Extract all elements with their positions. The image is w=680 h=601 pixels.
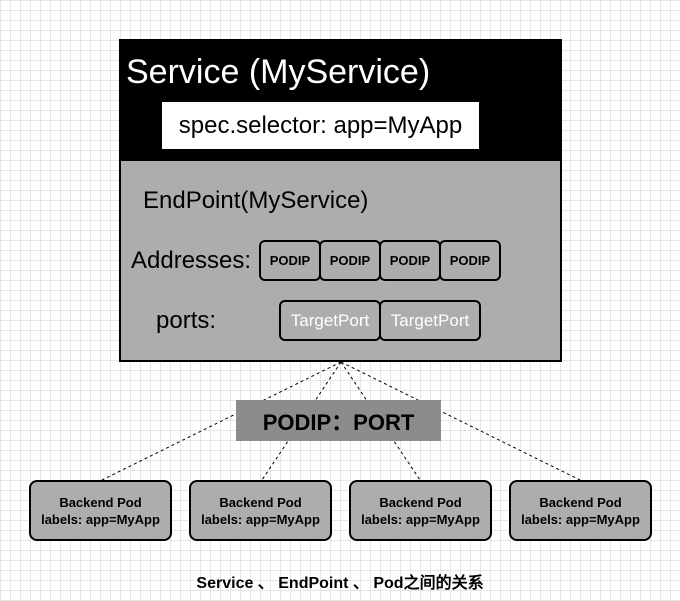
pod-labels: labels: app=MyApp bbox=[41, 511, 160, 527]
pod-name: Backend Pod bbox=[539, 494, 622, 510]
podip-chip: PODIP bbox=[379, 240, 441, 281]
selector-box: spec.selector: app=MyApp bbox=[162, 102, 479, 149]
target-port-chip: TargetPort bbox=[279, 300, 381, 341]
backend-pod-box: Backend Pod labels: app=MyApp bbox=[349, 480, 492, 541]
pod-labels: labels: app=MyApp bbox=[201, 511, 320, 527]
pod-name: Backend Pod bbox=[379, 494, 462, 510]
pod-labels: labels: app=MyApp bbox=[521, 511, 640, 527]
podip-chip: PODIP bbox=[259, 240, 321, 281]
addresses-label: Addresses: bbox=[131, 247, 252, 274]
backend-pod-box: Backend Pod labels: app=MyApp bbox=[189, 480, 332, 541]
podip-port-label: PODIP：PORT bbox=[236, 400, 441, 441]
pod-labels: labels: app=MyApp bbox=[361, 511, 480, 527]
backend-pod-box: Backend Pod labels: app=MyApp bbox=[509, 480, 652, 541]
endpoint-title: EndPoint(MyService) bbox=[143, 187, 369, 214]
podip-chip: PODIP bbox=[319, 240, 381, 281]
pod-name: Backend Pod bbox=[59, 494, 142, 510]
podip-chip: PODIP bbox=[439, 240, 501, 281]
target-port-chip: TargetPort bbox=[379, 300, 481, 341]
link-to-pod-4 bbox=[340, 361, 581, 481]
diagram-caption: Service 、 EndPoint 、 Pod之间的关系 bbox=[196, 575, 484, 592]
service-title: Service (MyService) bbox=[126, 53, 431, 91]
selector-text: spec.selector: app=MyApp bbox=[178, 111, 463, 139]
ports-label: ports: bbox=[156, 307, 217, 334]
link-to-pod-1 bbox=[101, 361, 342, 481]
backend-pod-box: Backend Pod labels: app=MyApp bbox=[29, 480, 172, 541]
pod-name: Backend Pod bbox=[219, 494, 302, 510]
